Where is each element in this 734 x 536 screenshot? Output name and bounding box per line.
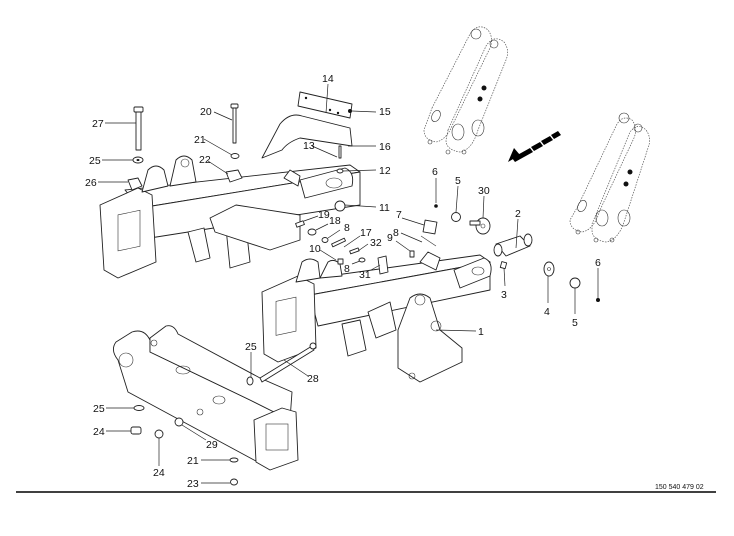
hardware	[127, 103, 600, 486]
link-plate-assembly-right	[569, 112, 650, 243]
callout-7: 7	[396, 209, 402, 221]
callout-8: 8	[344, 222, 350, 234]
callout-14: 14	[322, 73, 334, 85]
leader-lines	[98, 83, 599, 484]
callout-21: 21	[187, 455, 199, 467]
callout-18: 18	[329, 215, 341, 227]
callout-13: 13	[303, 140, 315, 152]
callout-5: 5	[455, 175, 461, 187]
callout-27: 27	[92, 118, 104, 130]
callout-19: 19	[318, 209, 330, 221]
callout-8: 8	[393, 227, 399, 239]
callout-29: 29	[206, 439, 218, 451]
callout-15: 15	[379, 106, 391, 118]
callout-4: 4	[544, 306, 550, 318]
callout-2: 2	[515, 208, 521, 220]
drawbar-housing	[113, 325, 299, 471]
callout-24: 24	[153, 467, 165, 479]
cover-and-plate	[261, 91, 353, 159]
callout-12: 12	[379, 165, 391, 177]
link-plate-assembly-upper	[423, 26, 508, 155]
callout-9: 9	[387, 232, 393, 244]
callout-6: 6	[432, 166, 438, 178]
callout-25: 25	[245, 341, 257, 353]
callout-8: 8	[344, 263, 350, 275]
callout-25: 25	[89, 155, 101, 167]
callout-23: 23	[187, 478, 199, 490]
drawing-number: 150 540 479 02	[655, 484, 704, 491]
callout-25: 25	[93, 403, 105, 415]
main-frame-lower	[261, 251, 492, 383]
callout-24: 24	[93, 426, 105, 438]
callout-26: 26	[85, 177, 97, 189]
callout-31: 31	[359, 269, 371, 281]
callout-20: 20	[200, 106, 212, 118]
main-frame-upper	[99, 155, 361, 279]
callout-17: 17	[360, 227, 372, 239]
callout-16: 16	[379, 141, 391, 153]
callout-1: 1	[478, 326, 484, 338]
callout-10: 10	[309, 243, 321, 255]
callout-21: 21	[194, 134, 206, 146]
callout-30: 30	[478, 185, 490, 197]
callout-3: 3	[501, 289, 507, 301]
callout-6: 6	[595, 257, 601, 269]
callout-32: 32	[370, 237, 382, 249]
callout-11: 11	[379, 202, 390, 214]
callout-22: 22	[199, 154, 211, 166]
callout-28: 28	[307, 373, 319, 385]
callout-5: 5	[572, 317, 578, 329]
callout-labels: 27 20 21 22 25 26 14 15 16 13 12 11 19 1…	[85, 73, 601, 490]
direction-arrow-icon	[508, 131, 561, 162]
